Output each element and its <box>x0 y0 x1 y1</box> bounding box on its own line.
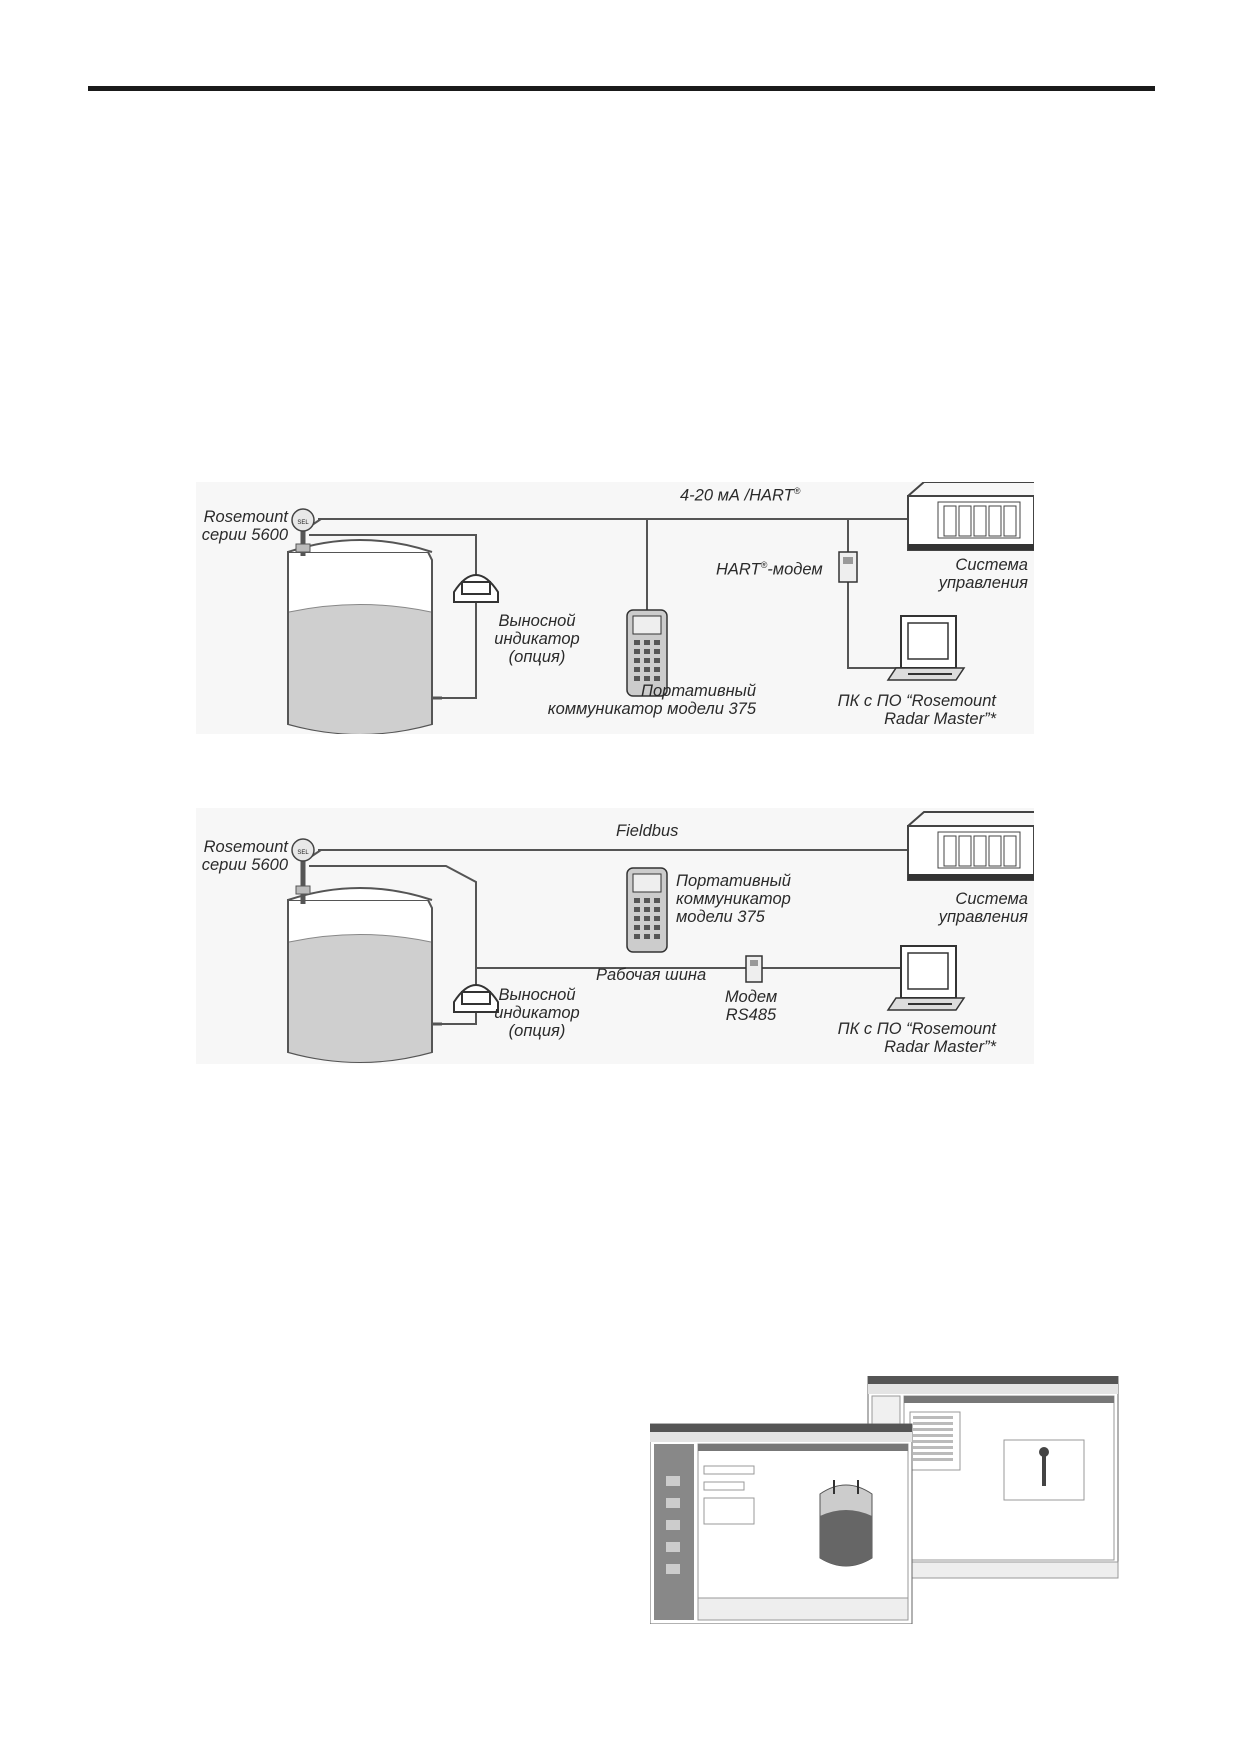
fieldbus-diagram-graphics: SEL <box>287 811 1034 1063</box>
bus-label: 4-20 мА /HART® <box>680 482 800 505</box>
remote-display-icon <box>453 574 499 603</box>
fieldbus-connection-diagram: SEL <box>196 808 1034 1064</box>
radar-master-screenshots <box>650 1376 1120 1624</box>
hart-connection-diagram: SEL <box>196 482 1034 734</box>
remote-display-label: Выносной индикатор (опция) <box>490 986 584 1040</box>
modem-label-prefix: HART <box>716 560 761 579</box>
bus-label-text: 4-20 мА /HART <box>680 486 794 505</box>
pc-label-line-1: ПК с ПО “Rosemount <box>837 692 996 710</box>
svg-text:SEL: SEL <box>297 520 309 526</box>
control-system-icon <box>907 482 1034 551</box>
communicator-label-line-2: коммуникатор модели 375 <box>547 700 756 718</box>
remote-display-label-line-3: (опция) <box>508 648 566 666</box>
pc-label: ПК с ПО “Rosemount Radar Master”* <box>796 692 996 728</box>
software-screenshots-graphic <box>650 1376 1119 1624</box>
registered-mark: ® <box>793 486 801 496</box>
modem-label-suffix: -модем <box>767 560 823 579</box>
communicator-label-line-2: коммуникатор <box>676 890 791 908</box>
header-rule <box>88 86 1155 91</box>
communicator-label-line-3: модели 375 <box>676 908 765 926</box>
control-system-label-line-1: Система <box>955 890 1028 908</box>
handheld-communicator-icon <box>626 609 668 697</box>
remote-display-label-line-1: Выносной <box>498 612 576 630</box>
remote-display-icon <box>453 984 499 1013</box>
control-system-label-line-1: Система <box>955 556 1028 574</box>
control-system-label: Система управления <box>896 890 1028 926</box>
communicator-label: Портативный коммуникатор модели 375 <box>676 872 791 926</box>
front-window-screenshot <box>650 1423 913 1624</box>
pc-label-line-2: Radar Master”* <box>884 1038 996 1056</box>
communicator-label-line-1: Портативный <box>641 682 756 700</box>
communicator-label: Портативный коммуникатор модели 375 <box>526 682 756 718</box>
modem-icon <box>838 551 858 583</box>
modem-label-line-1: Модем <box>724 988 778 1006</box>
handheld-communicator-icon <box>626 867 668 953</box>
control-system-label: Система управления <box>896 556 1028 592</box>
tank-icon <box>287 887 442 1063</box>
hart-diagram-graphics: SEL <box>287 482 1034 734</box>
laptop-icon <box>886 615 966 681</box>
remote-display-label: Выносной индикатор (опция) <box>490 612 584 666</box>
modem-registered-mark: ® <box>760 560 768 570</box>
transmitter-icon: SEL <box>291 508 315 556</box>
transmitter-label-line-2: серии 5600 <box>201 526 288 544</box>
modem-label-line-2: RS485 <box>725 1006 777 1024</box>
transmitter-label-line-1: Rosemount <box>203 508 288 526</box>
transmitter-icon: SEL <box>291 838 315 904</box>
remote-display-label-line-2: индикатор <box>494 1004 580 1022</box>
control-system-icon <box>907 811 1034 881</box>
laptop-icon <box>886 945 966 1011</box>
remote-display-label-line-2: индикатор <box>494 630 580 648</box>
transmitter-label: Rosemount серии 5600 <box>168 838 288 874</box>
modem-label: Модем RS485 <box>716 988 786 1024</box>
control-system-label-line-2: управления <box>938 574 1028 592</box>
modem-icon <box>745 955 763 983</box>
modem-label: HART®-модем <box>716 556 823 579</box>
remote-display-label-line-1: Выносной <box>498 986 576 1004</box>
pc-label-line-2: Radar Master”* <box>884 710 996 728</box>
remote-display-label-line-3: (опция) <box>508 1022 566 1040</box>
transmitter-label: Rosemount серии 5600 <box>168 508 288 544</box>
pc-label: ПК с ПО “Rosemount Radar Master”* <box>796 1020 996 1056</box>
tank-icon <box>287 539 442 734</box>
communicator-label-line-1: Портативный <box>676 872 791 890</box>
svg-text:SEL: SEL <box>297 850 309 856</box>
control-system-label-line-2: управления <box>938 908 1028 926</box>
transmitter-label-line-1: Rosemount <box>203 838 288 856</box>
pc-label-line-1: ПК с ПО “Rosemount <box>837 1020 996 1038</box>
service-bus-label: Рабочая шина <box>596 966 707 984</box>
bus-label: Fieldbus <box>616 822 679 840</box>
transmitter-label-line-2: серии 5600 <box>201 856 288 874</box>
